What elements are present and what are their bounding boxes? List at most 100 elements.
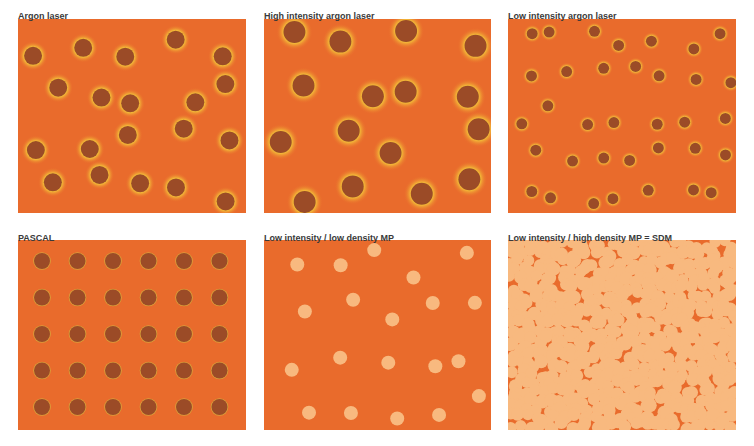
laser-burn bbox=[654, 70, 665, 81]
laser-burn bbox=[516, 118, 527, 129]
micropulse-spot bbox=[710, 260, 724, 274]
laser-burn bbox=[220, 131, 238, 149]
laser-burn bbox=[49, 79, 67, 97]
micropulse-spot bbox=[594, 315, 607, 328]
burn-halo bbox=[558, 62, 576, 80]
burn-rim bbox=[211, 325, 229, 343]
micropulse-spot bbox=[290, 257, 304, 271]
burn-halo bbox=[650, 67, 668, 85]
laser-burn bbox=[690, 143, 701, 154]
laser-burn bbox=[105, 290, 121, 306]
laser-panel: Low intensity argon laser bbox=[508, 5, 736, 213]
laser-burn bbox=[176, 253, 192, 269]
burn-halo bbox=[716, 146, 734, 164]
burn-halo bbox=[649, 139, 667, 157]
micropulse-spot bbox=[652, 376, 663, 387]
micropulse-spot bbox=[724, 374, 736, 386]
micropulse-spot bbox=[643, 398, 657, 412]
laser-burn bbox=[119, 126, 137, 144]
laser-burn bbox=[653, 142, 664, 153]
laser-burn bbox=[175, 120, 193, 138]
micropulse-spot bbox=[451, 354, 465, 368]
laser-burn bbox=[582, 119, 593, 130]
micropulse-spot bbox=[555, 415, 568, 428]
laser-burn bbox=[715, 28, 726, 39]
burn-halo bbox=[605, 113, 623, 131]
laser-burn bbox=[270, 131, 292, 153]
laser-burn bbox=[329, 31, 351, 53]
micropulse-spot bbox=[346, 293, 360, 307]
micropulse-spot bbox=[381, 356, 395, 370]
burn-rim bbox=[140, 289, 158, 307]
burn-halo bbox=[627, 57, 645, 75]
laser-burn bbox=[34, 253, 50, 269]
laser-burn bbox=[458, 168, 480, 190]
laser-burn bbox=[105, 363, 121, 379]
laser-panel: Argon laser bbox=[18, 5, 246, 213]
micropulse-spot bbox=[508, 269, 515, 281]
laser-burn bbox=[212, 253, 228, 269]
burn-halo bbox=[621, 151, 639, 169]
micropulse-spot bbox=[568, 254, 581, 267]
laser-burn bbox=[294, 191, 316, 213]
micropulse-spot bbox=[630, 417, 642, 429]
micropulse-spot bbox=[390, 412, 404, 426]
laser-burn bbox=[608, 117, 619, 128]
panel-group bbox=[508, 240, 736, 430]
burn-rim bbox=[33, 325, 51, 343]
burn-halo bbox=[451, 161, 487, 197]
burn-rim bbox=[33, 252, 51, 270]
panel-group bbox=[18, 240, 246, 430]
micropulse-spot bbox=[578, 418, 591, 430]
burn-halo bbox=[684, 181, 702, 199]
micropulse-spot bbox=[540, 330, 553, 343]
laser-burn bbox=[167, 31, 185, 49]
burn-halo bbox=[211, 69, 241, 99]
burn-rim bbox=[211, 398, 229, 416]
laser-burn bbox=[624, 155, 635, 166]
burn-rim bbox=[140, 252, 158, 270]
laser-burn bbox=[542, 100, 553, 111]
laser-burn bbox=[70, 363, 86, 379]
burn-halo bbox=[522, 67, 540, 85]
laser-burn bbox=[214, 47, 232, 65]
burn-halo bbox=[579, 115, 597, 133]
burn-rim bbox=[175, 289, 193, 307]
laser-burn bbox=[24, 47, 42, 65]
burn-rim bbox=[33, 289, 51, 307]
micropulse-spot bbox=[676, 349, 688, 361]
panel-group bbox=[264, 19, 491, 213]
laser-burn bbox=[105, 399, 121, 415]
laser-burn bbox=[44, 173, 62, 191]
laser-burn bbox=[630, 61, 641, 72]
burn-halo bbox=[541, 189, 559, 207]
laser-burn bbox=[679, 117, 690, 128]
burn-rim bbox=[69, 252, 87, 270]
laser-burn bbox=[643, 185, 654, 196]
burn-rim bbox=[69, 398, 87, 416]
burn-rim bbox=[175, 252, 193, 270]
micropulse-spot bbox=[578, 263, 590, 275]
laser-burn bbox=[527, 28, 538, 39]
burn-halo bbox=[585, 22, 603, 40]
laser-burn bbox=[141, 326, 157, 342]
laser-burn bbox=[395, 20, 417, 42]
retina-panel bbox=[264, 240, 491, 430]
panel-title: High intensity argon laser bbox=[264, 11, 375, 22]
laser-burn bbox=[362, 85, 384, 107]
burn-halo bbox=[648, 115, 666, 133]
panel-title: Argon laser bbox=[18, 11, 68, 22]
laser-burn bbox=[457, 86, 479, 108]
retina-panel bbox=[18, 19, 246, 213]
laser-burn bbox=[121, 94, 139, 112]
burn-halo bbox=[523, 25, 541, 43]
burn-rim bbox=[104, 398, 122, 416]
laser-burn bbox=[27, 141, 45, 159]
laser-burn bbox=[105, 253, 121, 269]
laser-burn bbox=[186, 93, 204, 111]
burn-halo bbox=[702, 184, 720, 202]
burn-halo bbox=[211, 187, 241, 213]
micropulse-spot bbox=[724, 421, 736, 430]
burn-rim bbox=[140, 362, 158, 380]
